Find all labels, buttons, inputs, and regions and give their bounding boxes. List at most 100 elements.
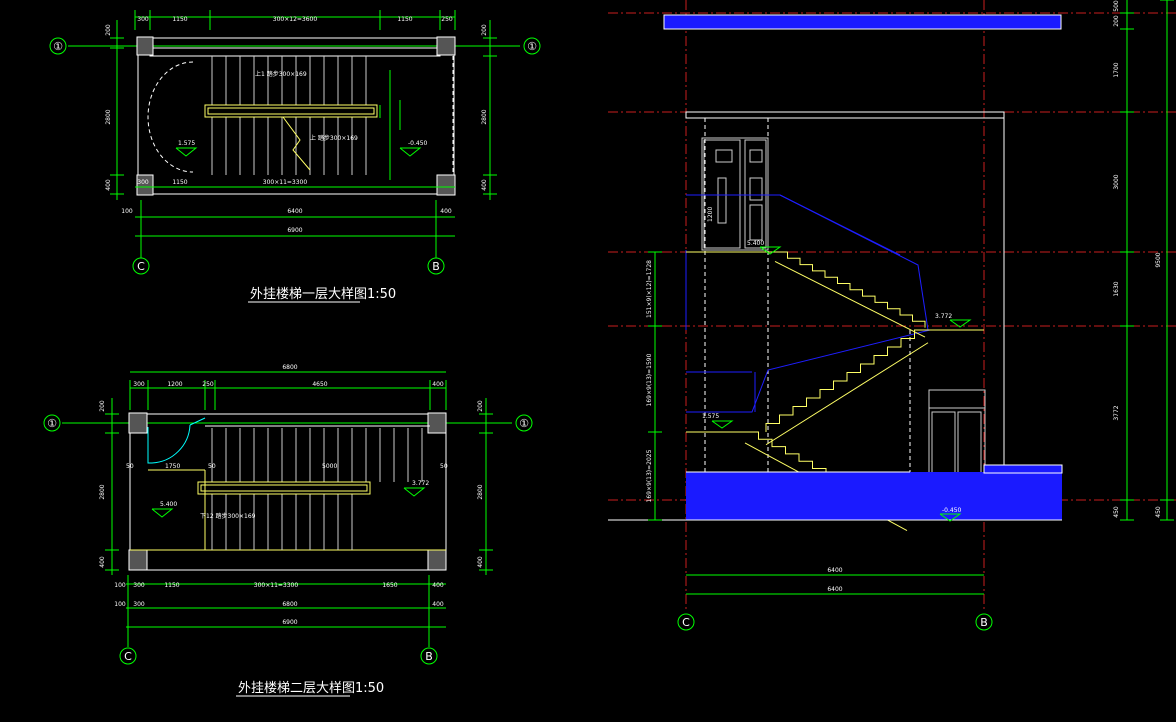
- ground-fill: [686, 472, 1062, 520]
- section-flight-upper: [774, 251, 926, 338]
- axis-label-1-right: ①: [527, 40, 537, 53]
- plan1-bot-400: 400: [440, 208, 452, 215]
- plan2-treads-upper: [211, 428, 423, 482]
- column-br: [436, 174, 456, 196]
- plan1-side-right-2800: 2800: [481, 109, 488, 124]
- upper-slab: [685, 111, 1005, 119]
- plan2-outline: [129, 413, 447, 571]
- plan1-treads-lower: [211, 117, 367, 175]
- plan1-break-line: [282, 116, 311, 171]
- section-left-dim-1: 151×9(×12)=1728: [646, 260, 653, 318]
- plan1-title: 外挂楼梯一层大样图1:50: [250, 287, 396, 302]
- section-right-200: 200: [1113, 15, 1120, 27]
- axis-bubble-c-plan1: [132, 257, 150, 275]
- axis-bubble-1-right: [523, 37, 541, 55]
- plan2-bot2-300: 300: [133, 601, 145, 608]
- plan2-w50b: 50: [208, 463, 216, 470]
- plan2-treads-lower: [211, 494, 353, 550]
- axis-bubble-b-plan2: [420, 647, 438, 665]
- roof-slab: [663, 14, 1062, 30]
- section-right-3772: 3772: [1113, 405, 1120, 420]
- axis-label-c-plan1: C: [137, 260, 145, 273]
- plan2-bot-3300: 300×11=3300: [254, 582, 299, 589]
- plan1-handrail: [204, 104, 378, 118]
- plan1-bot-6400: 6400: [287, 208, 302, 215]
- plan2-side-left-400: 400: [99, 556, 106, 568]
- plan2-dim-5000: 5000: [322, 463, 337, 470]
- dim-top-1150: 1150: [172, 16, 187, 23]
- section-right-9500: 9500: [1155, 252, 1162, 267]
- plan2-bot-6900: 6900: [282, 619, 297, 626]
- plan1-bot-300: 300: [137, 179, 149, 186]
- dim-top-1150b: 1150: [397, 16, 412, 23]
- axis-bubble-1-left-plan2: [43, 414, 61, 432]
- plan1-treads-upper: [211, 56, 367, 105]
- plan1-side-left-400: 400: [105, 179, 112, 191]
- axis-label-1-left: ①: [53, 40, 63, 53]
- plan1-side-left-200: 200: [105, 24, 112, 36]
- section-flight-mid: [765, 329, 929, 446]
- section-right-1630: 1630: [1113, 281, 1120, 296]
- dim-top-250: 250: [441, 16, 453, 23]
- axis-bubble-1-left: [49, 37, 67, 55]
- plan2-top-250: 250: [202, 381, 214, 388]
- plan2-dim-1750: 1750: [165, 463, 180, 470]
- plan-1: 300 1150 300×12=3600 1150 250 ① ① 上1 踏步3…: [49, 10, 541, 303]
- plan2-side-right-400: 400: [477, 556, 484, 568]
- section-right-450: 450: [1113, 506, 1120, 518]
- axis-label-c-section: C: [682, 616, 690, 629]
- axis-bubble-b-section: [975, 613, 993, 631]
- column-tr: [436, 36, 456, 56]
- plan2-total-6800: 6800: [282, 364, 297, 371]
- plan2-w50c: 50: [440, 463, 448, 470]
- plan2-side-left-200: 200: [99, 400, 106, 412]
- plan2-column-tr: [427, 412, 447, 434]
- plan1-up-label-2: 上 踏步300×169: [310, 134, 358, 142]
- axis-label-1-right-plan2: ①: [519, 417, 529, 430]
- plan1-side-left-2800: 2800: [105, 109, 112, 124]
- door-swing-arc: [147, 61, 194, 173]
- axis-bubble-1-right-plan2: [515, 414, 533, 432]
- section-dim-6400b: 6400: [827, 586, 842, 593]
- section-door-dim: 1200: [707, 207, 714, 222]
- axis-label-b-section: B: [980, 616, 988, 629]
- axis-bubble-b-plan1: [427, 257, 445, 275]
- plan2-title: 外挂楼梯二层大样图1:50: [238, 681, 384, 696]
- column-bl: [136, 174, 154, 196]
- axis-label-b-plan2: B: [425, 650, 433, 663]
- section-level-1575: 1.575: [702, 413, 719, 420]
- section-right-500: 500: [1113, 0, 1120, 12]
- dim-top-300: 300: [137, 16, 149, 23]
- axis-label-1-left-plan2: ①: [47, 417, 57, 430]
- plan-2: 6800 300 1200 250 4650 400 ① ① 1750 5: [43, 364, 533, 697]
- plan2-bot2-400: 400: [432, 601, 444, 608]
- stair-steps: [765, 329, 928, 432]
- section-right-1700: 1700: [1113, 62, 1120, 77]
- section-view: 1200 5.400 3.772 1.575 -0.450: [608, 0, 1176, 631]
- plan2-handrail: [197, 481, 371, 495]
- plan2-down-label: 下12 踏步300×169: [200, 512, 256, 520]
- plan2-level-5400: 5.400: [160, 501, 177, 508]
- stair-soffit: [774, 261, 926, 338]
- plan1-bot-3300: 300×11=3300: [263, 179, 308, 186]
- plan2-w50a: 50: [126, 463, 134, 470]
- plan2-level-3772: 3.772: [412, 480, 429, 487]
- plan2-bot2-100: 100: [114, 601, 126, 608]
- plan1-bot-100: 100: [121, 208, 133, 215]
- section-level-5400: 5.400: [747, 240, 764, 247]
- section-dim-6400a: 6400: [827, 567, 842, 574]
- section-level-3772: 3.772: [935, 313, 952, 320]
- plan1-up-label-1: 上1 踏步300×169: [255, 70, 307, 78]
- axis-label-b-plan1: B: [432, 260, 440, 273]
- axis-bubble-c-section: [677, 613, 695, 631]
- column-tl: [136, 36, 154, 56]
- door-swing-plan2: [147, 424, 191, 464]
- plan2-top-4650: 4650: [312, 381, 327, 388]
- section-right-3000: 3000: [1113, 174, 1120, 189]
- plan1-outline: [137, 37, 455, 195]
- stair-soffit: [765, 342, 929, 446]
- plan2-bot-400: 400: [432, 582, 444, 589]
- plan2-column-bl: [128, 549, 148, 571]
- plan1-level-1575: 1.575: [178, 140, 195, 147]
